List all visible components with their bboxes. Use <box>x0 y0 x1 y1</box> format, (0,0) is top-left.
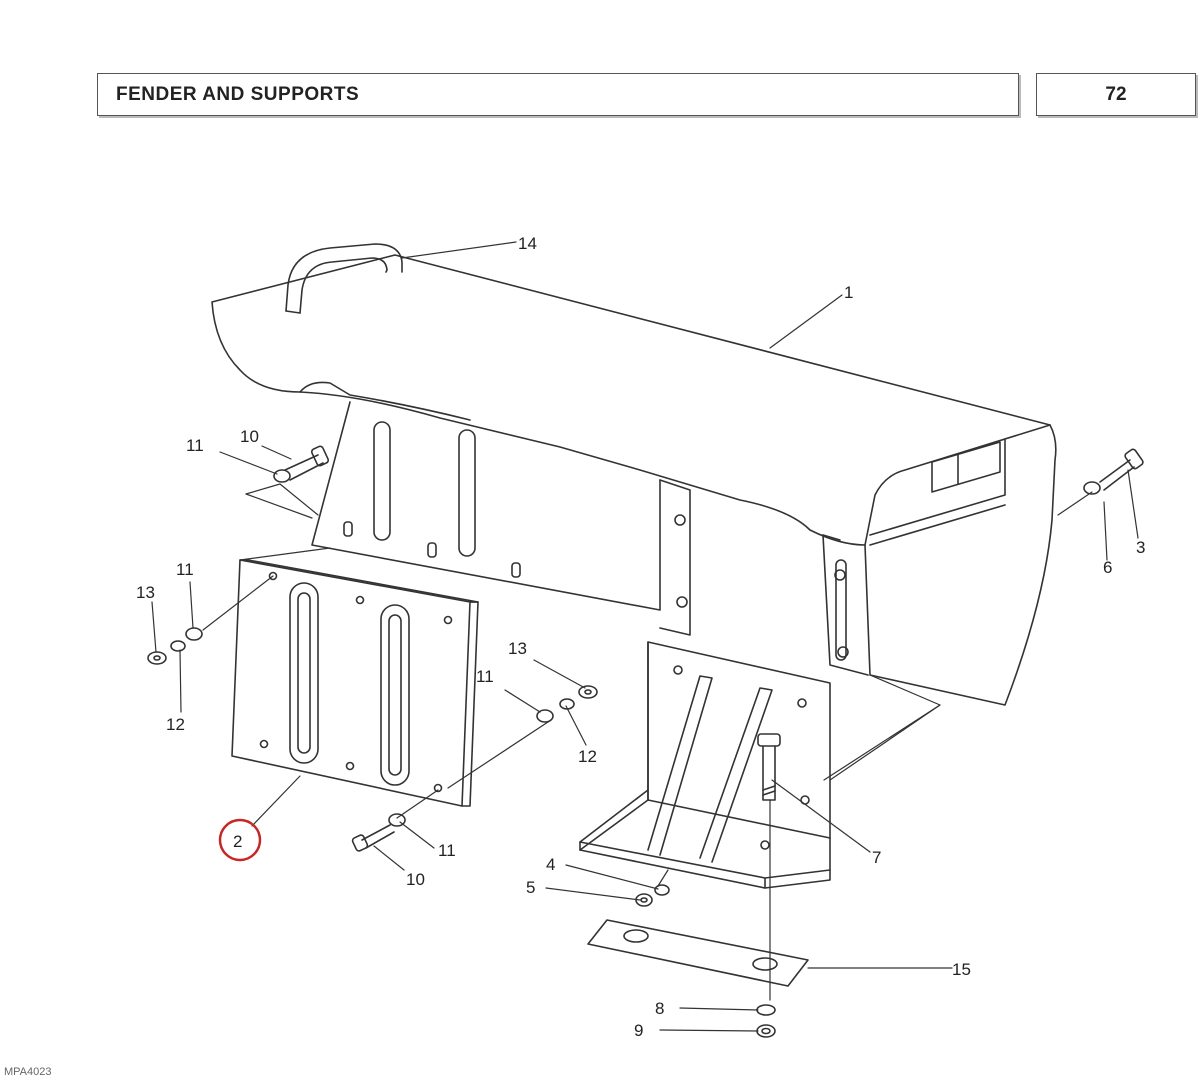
callout-12: 12 <box>166 715 185 734</box>
callout-11: 11 <box>438 841 456 860</box>
callout-15: 15 <box>952 960 971 979</box>
callout-11: 11 <box>476 667 494 686</box>
fender-part <box>211 254 1057 706</box>
callout-13: 13 <box>136 583 155 602</box>
callout-10: 10 <box>240 427 259 446</box>
callout-11: 11 <box>186 436 204 455</box>
callout-6: 6 <box>1103 558 1112 577</box>
bolt-10-top <box>273 445 330 483</box>
drawing-code: MPA4023 <box>4 1066 52 1078</box>
callout-1: 1 <box>844 283 853 302</box>
callout-7: 7 <box>872 848 881 867</box>
washers-left <box>147 627 203 665</box>
page-number: 72 <box>1105 84 1127 105</box>
handle-part <box>285 243 403 314</box>
callout-8: 8 <box>655 999 664 1018</box>
bracket-part <box>579 641 831 889</box>
callout-13: 13 <box>508 639 527 658</box>
highlight-circle <box>218 818 262 862</box>
callout-14: 14 <box>518 234 537 253</box>
callout-2: 2 <box>233 832 242 851</box>
page-title: FENDER AND SUPPORTS <box>116 84 360 105</box>
nut-washer-8-9 <box>756 1004 776 1038</box>
bolt-3-right <box>1083 448 1144 495</box>
bolt-10-bottom <box>351 813 406 852</box>
washers-right <box>536 685 598 723</box>
support-plate-part <box>231 559 479 807</box>
callout-4: 4 <box>546 855 555 874</box>
callout-3: 3 <box>1136 538 1145 557</box>
callout-11: 11 <box>176 560 194 579</box>
callout-9: 9 <box>634 1021 643 1040</box>
title-box: FENDER AND SUPPORTS <box>97 73 1019 116</box>
callout-10: 10 <box>406 870 425 889</box>
callout-12: 12 <box>578 747 597 766</box>
callout-5: 5 <box>526 878 535 897</box>
page-number-box: 72 <box>1036 73 1196 116</box>
bolt-7 <box>757 733 781 801</box>
shim-plate-part <box>587 919 809 987</box>
